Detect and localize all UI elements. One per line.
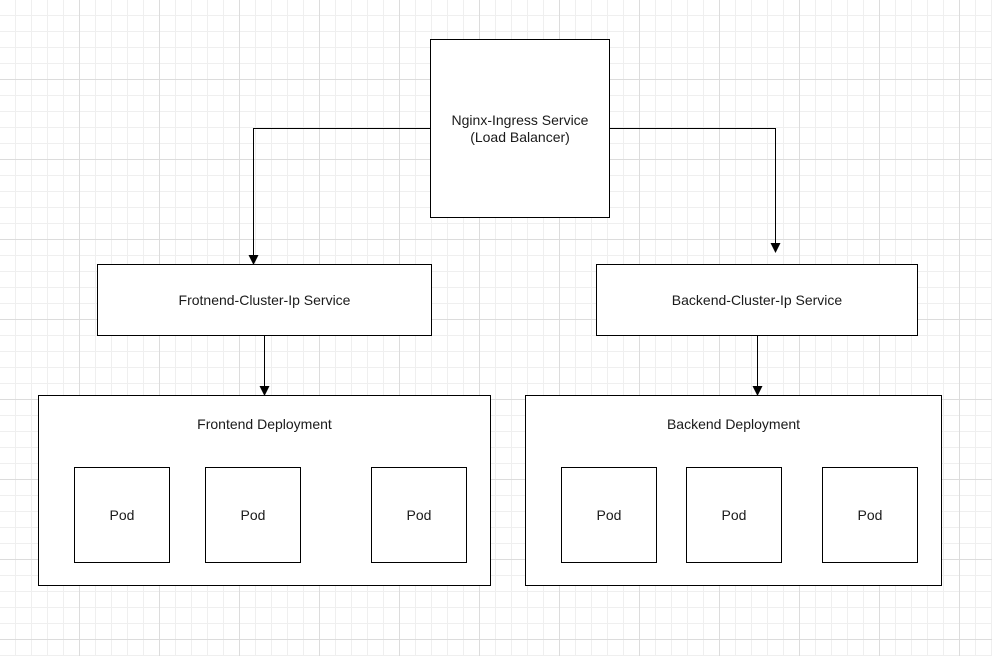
- ingress-service-title: Nginx-Ingress Service: [451, 111, 589, 128]
- frontend-service-box: Frotnend-Cluster-Ip Service: [97, 264, 432, 336]
- backend-pod-2: Pod: [686, 467, 782, 563]
- frontend-service-label: Frotnend-Cluster-Ip Service: [178, 291, 351, 308]
- backend-service-box: Backend-Cluster-Ip Service: [596, 264, 918, 336]
- frontend-pod-1: Pod: [74, 467, 170, 563]
- backend-service-label: Backend-Cluster-Ip Service: [671, 291, 843, 308]
- backend-deployment-group: Backend Deployment Pod Pod Pod: [525, 395, 942, 586]
- backend-deployment-label: Backend Deployment: [666, 416, 801, 432]
- ingress-service-box: Nginx-Ingress Service (Load Balancer): [430, 39, 610, 218]
- frontend-pod-2: Pod: [205, 467, 301, 563]
- backend-pod-1: Pod: [561, 467, 657, 563]
- edge-ingress-to-frontend-service: [248, 128, 431, 265]
- ingress-service-subtitle: (Load Balancer): [470, 128, 570, 145]
- frontend-deployment-label: Frontend Deployment: [197, 416, 332, 432]
- frontend-pod-3: Pod: [371, 467, 467, 563]
- backend-pod-3: Pod: [822, 467, 918, 563]
- frontend-deployment-group: Frontend Deployment Pod Pod Pod: [38, 395, 491, 586]
- edge-ingress-to-backend-service: [609, 128, 781, 253]
